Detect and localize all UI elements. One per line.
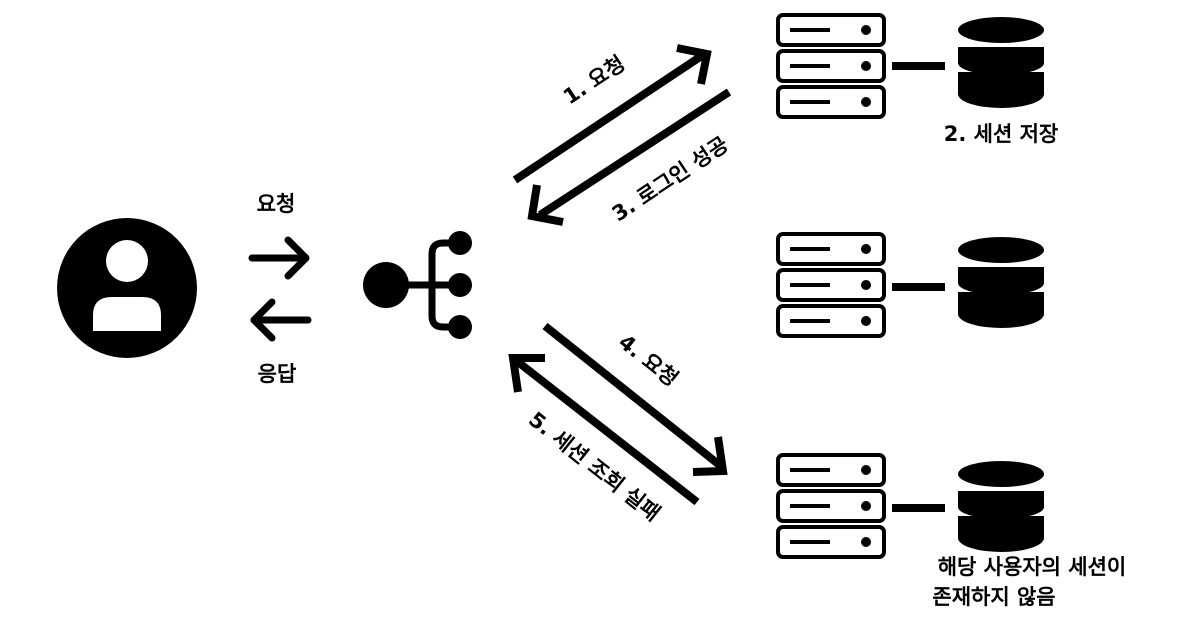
server-rack-icon [776,13,886,119]
login-success-arrow-3 [527,88,732,226]
user-icon [57,218,197,358]
step3-label: 3. 로그인 성공 [608,132,733,226]
server-rack-icon [776,232,886,338]
response-label: 응답 [258,362,297,386]
database-icon [958,237,1044,328]
session-lookup-fail-arrow-5 [508,354,700,506]
server-group-1: 2. 세션 저장 [776,13,1059,146]
database-icon [958,461,1044,552]
request-arrow-icon [248,236,310,280]
server-1-caption: 2. 세션 저장 [944,122,1059,146]
network-hub-icon [363,231,472,339]
server-rack-icon [776,453,886,559]
server-group-2 [776,232,1044,338]
server-3-caption-line2: 존재하지 않음 [932,585,1055,609]
server-group-3: 해당 사용자의 세션이 존재하지 않음 [776,453,1127,609]
request-arrow-4 [542,322,728,476]
server-3-caption-line1: 해당 사용자의 세션이 [938,555,1127,579]
database-icon [958,17,1044,108]
request-label: 요청 [257,192,296,216]
response-arrow-icon [250,298,312,342]
step4-label: 4. 요청 [614,330,683,391]
request-arrow-1 [512,44,712,184]
step1-label: 1. 요청 [559,51,629,109]
